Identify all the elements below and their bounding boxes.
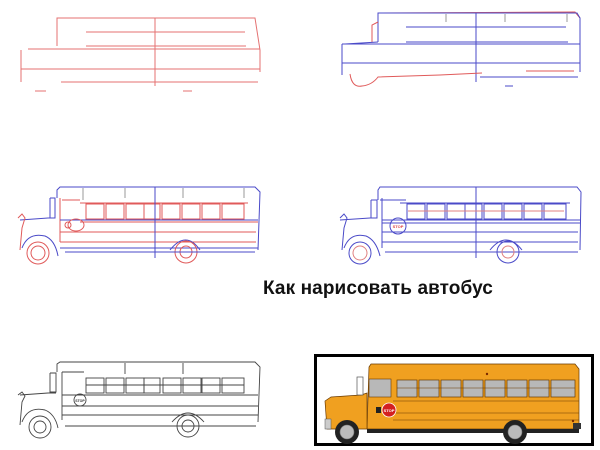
stop-sign-sketch: STOP xyxy=(389,217,407,235)
svg-text:STOP: STOP xyxy=(384,408,395,413)
svg-text:STOP: STOP xyxy=(75,399,85,403)
step-5-lineart-drawing: STOP xyxy=(17,361,261,439)
stop-sign: STOP xyxy=(376,402,397,418)
step-1-guidelines-drawing xyxy=(20,17,261,92)
step-5-panel: STOP xyxy=(0,340,300,450)
step-2-panel xyxy=(300,0,600,110)
step-4-panel: STOP xyxy=(300,170,600,270)
step-3-windows-wheels-drawing xyxy=(17,186,261,265)
step-6-colored-bus-drawing: STOP xyxy=(324,363,581,444)
step-4-details-drawing: STOP xyxy=(339,186,582,265)
page-title: Как нарисовать автобус xyxy=(263,278,493,299)
front-wheel xyxy=(335,420,359,444)
rear-wheel xyxy=(503,420,527,444)
step-3-panel xyxy=(0,170,300,270)
step-2-outline-drawing xyxy=(341,11,581,87)
stop-sign-lineart: STOP xyxy=(73,393,87,407)
step-1-panel xyxy=(0,0,300,110)
svg-text:STOP: STOP xyxy=(393,224,404,229)
final-colored-bus-frame: STOP xyxy=(314,354,594,446)
